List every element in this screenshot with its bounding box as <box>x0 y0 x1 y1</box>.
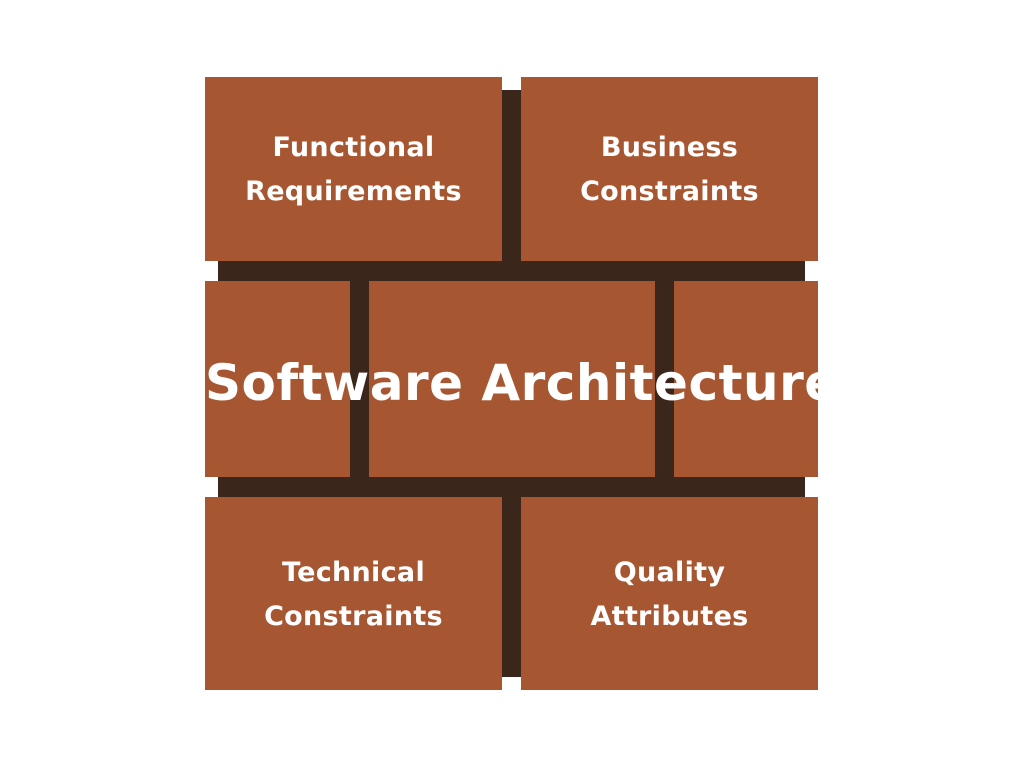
brick-label: Technical Constraints <box>264 549 443 639</box>
label-line-1: Business <box>600 132 739 163</box>
brick-label: Business Constraints <box>580 124 759 214</box>
brick-label: Functional Requirements <box>245 124 462 214</box>
label-line-2: Attributes <box>590 600 749 632</box>
brick-functional-requirements: Functional Requirements <box>205 77 502 261</box>
brick-business-constraints: Business Constraints <box>521 77 818 261</box>
brick-middle-left <box>205 281 350 477</box>
brick-label: Quality Attributes <box>590 549 748 639</box>
label-line-1: Quality <box>613 556 726 588</box>
label-line-2: Requirements <box>245 176 462 207</box>
label-line-2: Constraints <box>580 176 759 207</box>
brick-quality-attributes: Quality Attributes <box>521 497 818 690</box>
brick-middle-center <box>369 281 655 477</box>
brick-middle-right <box>674 281 818 477</box>
label-line-2: Constraints <box>264 600 443 632</box>
brick-technical-constraints: Technical Constraints <box>205 497 502 690</box>
label-line-1: Functional <box>272 132 435 163</box>
label-line-1: Technical <box>281 556 425 588</box>
